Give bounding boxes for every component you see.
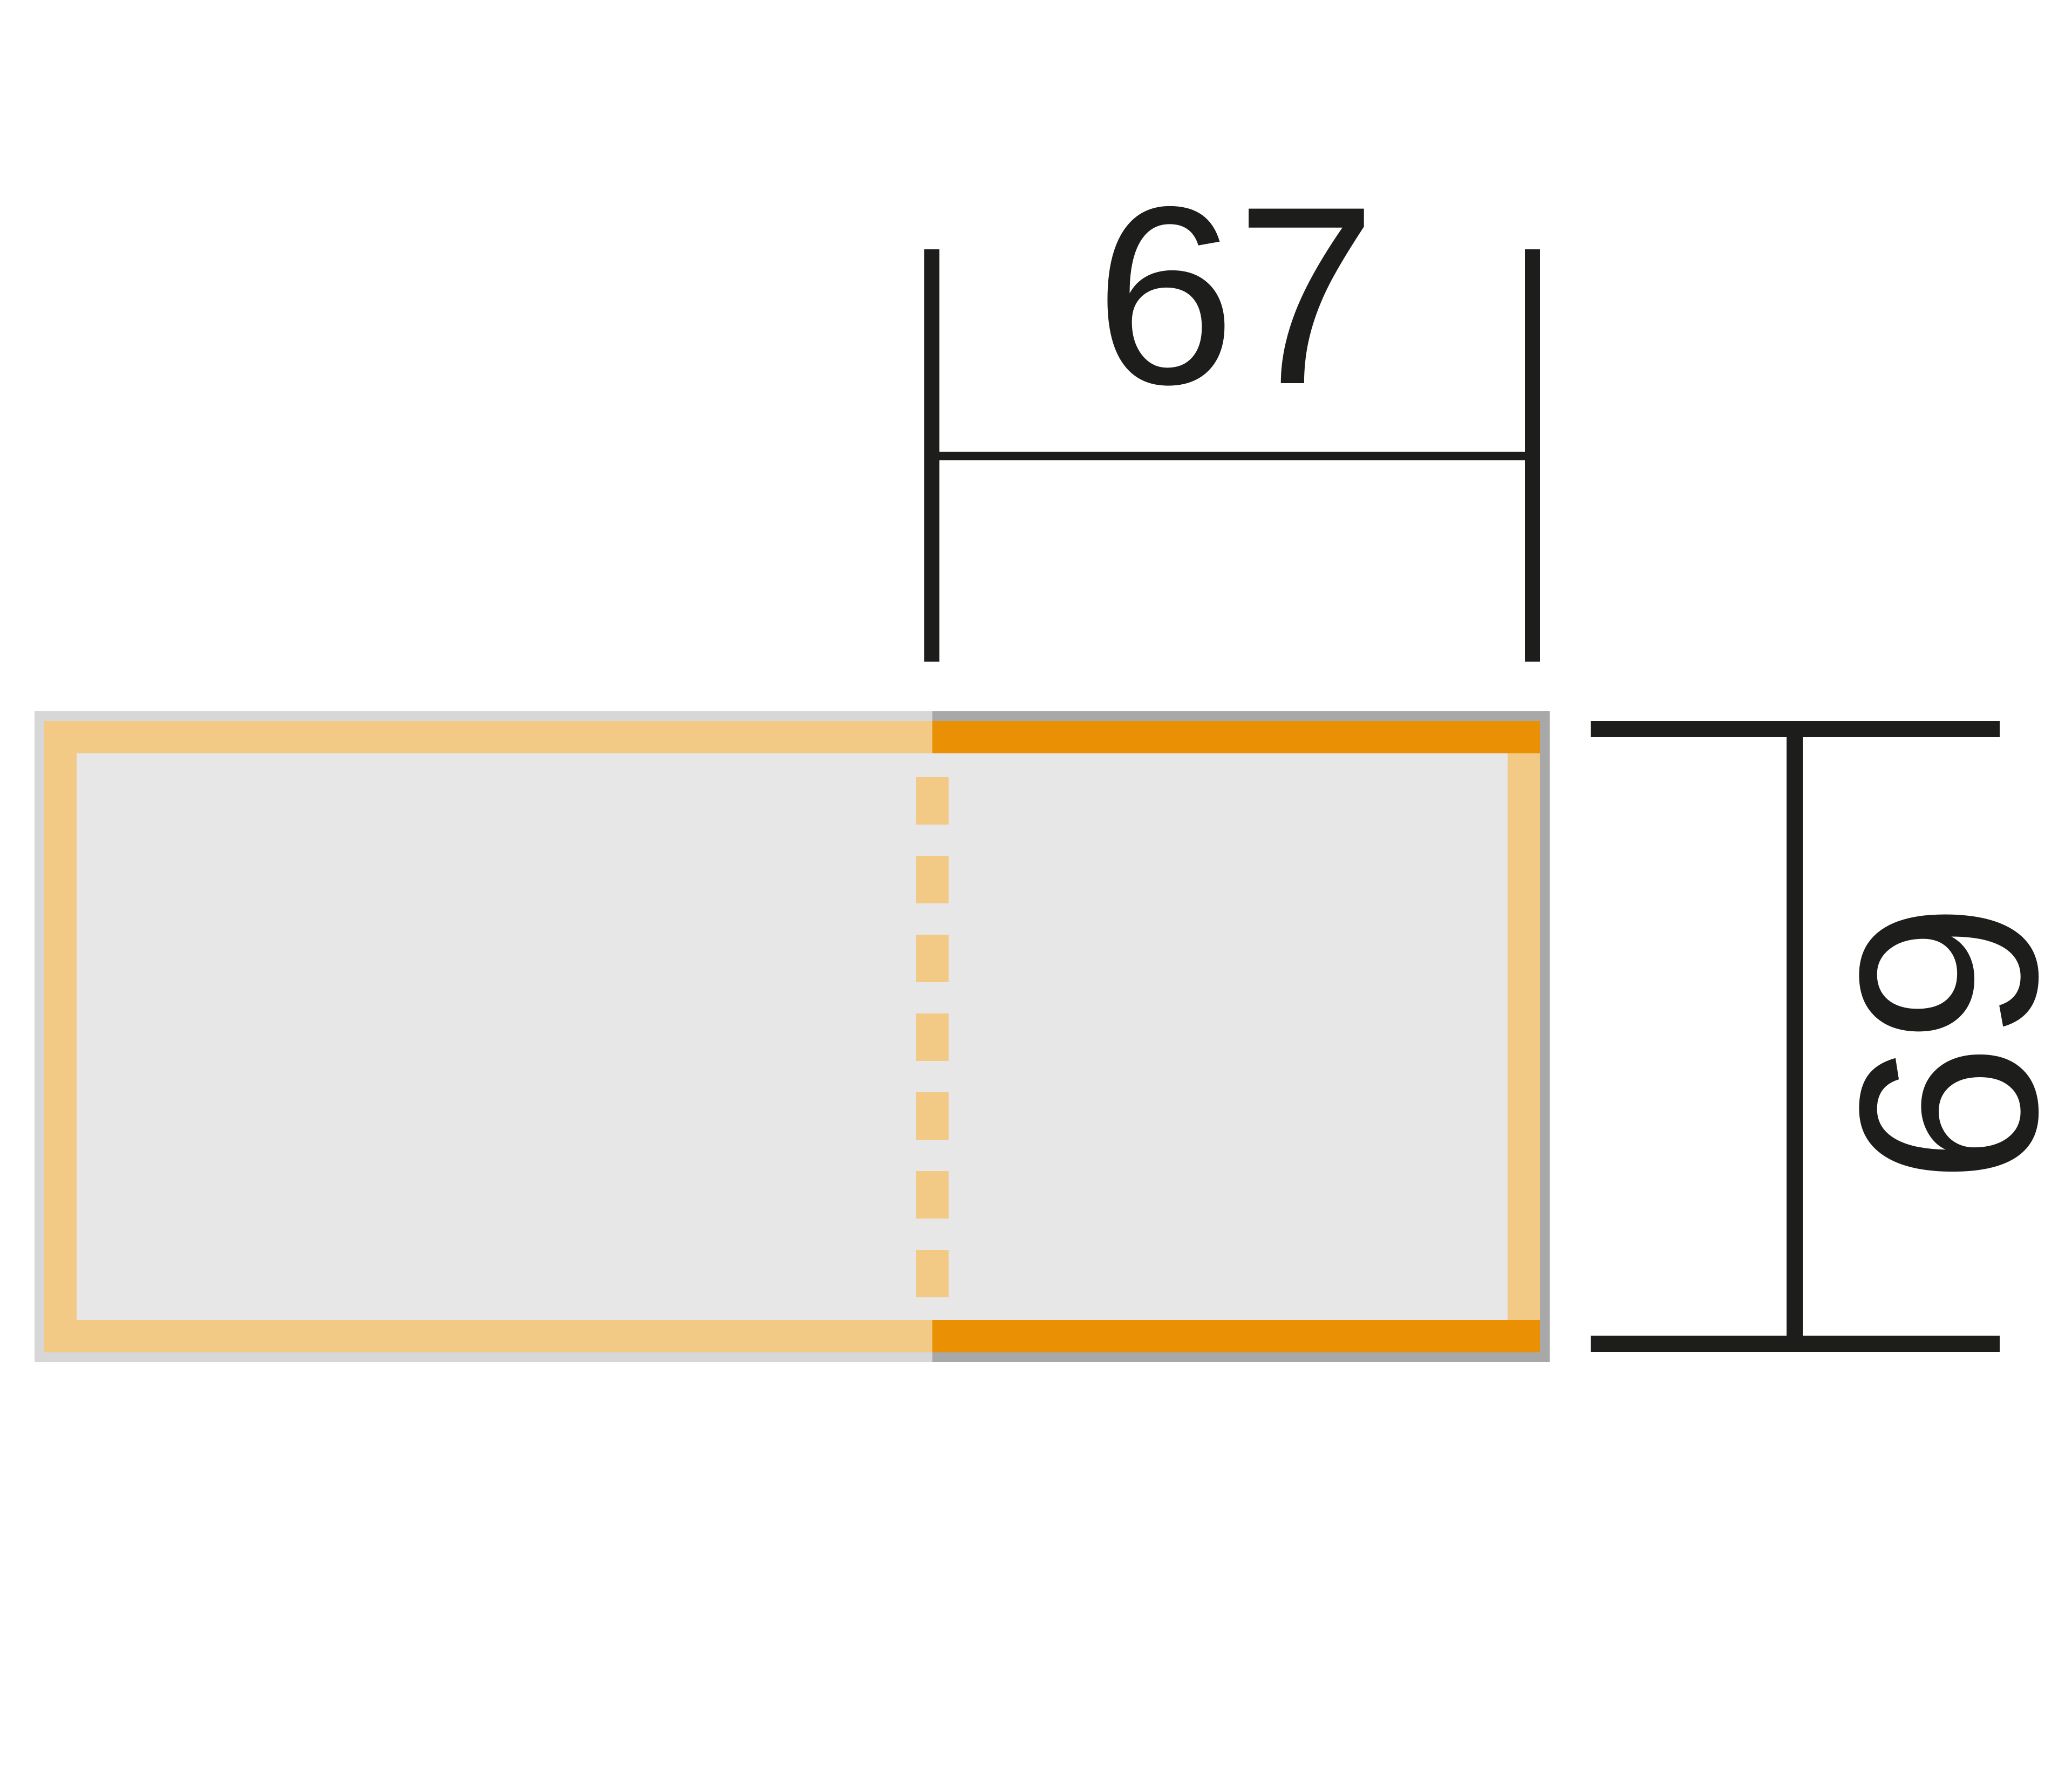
frame-highlight-top [932,721,1540,753]
floor-plan [35,711,1550,1362]
width-label: 67 [1095,154,1377,437]
depth-label: 69 [1808,902,2072,1184]
interior [77,753,1508,1320]
frame-highlight-bottom [932,1320,1540,1352]
width-dimension [924,249,1540,662]
depth-dimension [1591,721,2000,1352]
section-divider [916,777,949,1297]
